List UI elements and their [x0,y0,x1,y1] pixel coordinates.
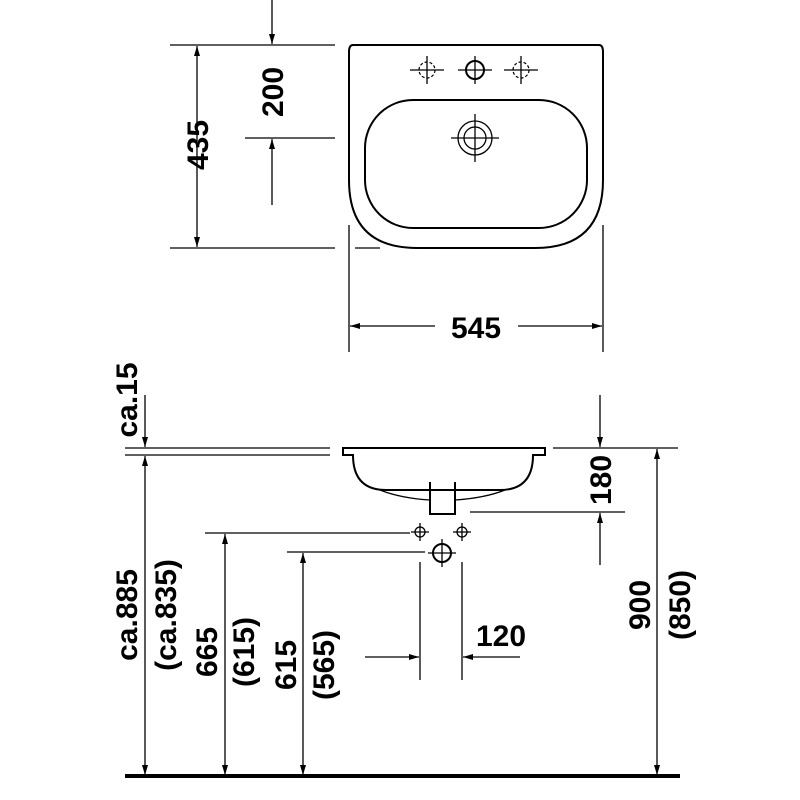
dimension-width: 545 [348,225,604,352]
dimension-label: (850) [664,570,697,640]
dimension-label: 900 [624,580,657,630]
dimension-height: 900 (850) [624,449,697,775]
basin-top-view [348,44,604,249]
depth-label: 435 [182,120,215,170]
tap-hole-right-icon [504,56,538,84]
dimension-label: 120 [476,620,526,653]
width-label: 545 [451,312,501,345]
dimension-label: 665 [191,627,224,677]
dimension-label: 615 [270,640,303,690]
drain-icon [451,114,499,162]
supply-right-icon [453,523,471,541]
dimension-tap-offset: 200 [245,0,335,205]
dimension-label: ca.885 [111,569,144,661]
tap-hole-left-icon [410,56,444,84]
dimension-supply-height: 665 (615) [191,534,261,775]
dimension-bowl-depth: 180 [585,395,618,565]
dimension-label: ca.15 [111,362,144,437]
dimension-rim-height: ca.885 (ca.835) [111,456,183,775]
dimension-drain-height: 615 (565) [270,553,341,775]
tap-hole-center-icon [458,56,492,84]
dimension-depth: 435 [170,44,380,249]
drain-outlet-icon [428,539,456,567]
dimension-rim: ca.15 [111,362,148,447]
dimension-label: (615) [228,617,261,687]
dimension-label: 180 [585,455,618,505]
tap-offset-label: 200 [257,67,290,117]
basin-side-view [125,447,680,778]
dimension-label: (565) [308,630,341,700]
dimension-supply-spacing: 120 [365,562,526,680]
dimension-label: (ca.835) [150,559,183,671]
supply-left-icon [411,523,429,541]
